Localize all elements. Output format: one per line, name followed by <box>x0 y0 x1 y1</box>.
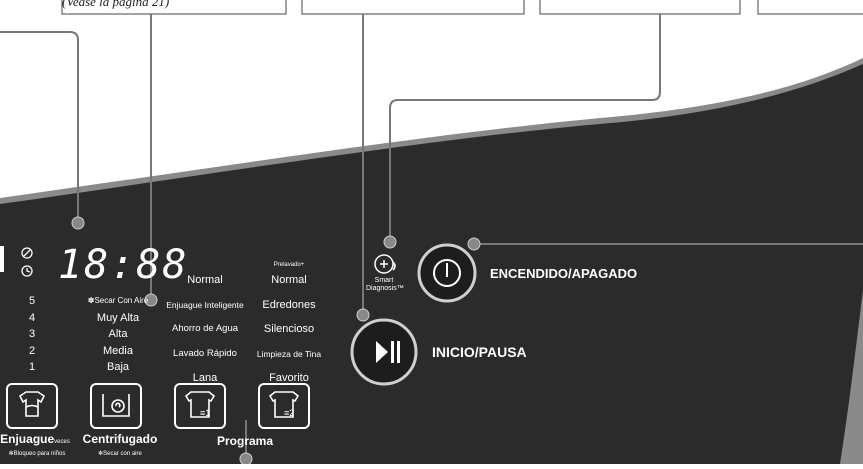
programa-label: Programa <box>216 434 274 448</box>
program-option: Normal <box>187 274 223 286</box>
callout-lines <box>0 14 863 458</box>
delay-icon <box>21 247 33 259</box>
rinse-level: 4 <box>28 311 36 324</box>
spin-button <box>90 383 142 429</box>
spin-options: ✽Secar Con Aire Muy Alta Alta Media Baja <box>78 293 158 376</box>
power-button[interactable] <box>417 243 477 303</box>
rinse-label: Enjuagueveces <box>0 432 70 446</box>
program-column-1: Normal Enjuague Inteligente Ahorro de Ag… <box>164 268 246 391</box>
shirt-icon <box>18 391 46 417</box>
program2-icon <box>268 391 300 418</box>
program2-button <box>258 383 310 429</box>
start-pause-label: INICIO/PAUSA <box>432 344 527 360</box>
program-option: Enjuague Inteligente <box>166 299 244 310</box>
program-option: Ahorro de Agua <box>171 323 239 334</box>
callout-dots <box>71 216 481 466</box>
play-pause-icon <box>376 341 388 363</box>
prewash-label: Prelavado+ <box>273 262 305 268</box>
spin-label: Centrifugado <box>82 432 158 446</box>
smart-diagnosis-label: Smart Diagnosis™ <box>366 277 404 292</box>
air-dry-sub: ✻Secar con aire <box>98 451 142 457</box>
page-reference-caption: (Vease la pagina 21) <box>62 0 170 9</box>
program1-button <box>174 383 226 429</box>
spin-option: Muy Alta <box>96 311 140 324</box>
program-option: Lana <box>192 372 218 384</box>
rinse-button <box>6 383 58 429</box>
spin-option: Media <box>103 344 133 357</box>
child-lock-sub: ✻Bloqueo para niños <box>8 451 66 457</box>
program-option: Edredones <box>262 298 316 311</box>
rinse-level: 5 <box>28 295 36 307</box>
smart-diagnosis-icon <box>374 254 396 274</box>
svg-text:≡1: ≡1 <box>200 408 210 418</box>
program-option: Normal <box>271 274 307 286</box>
program-option: Silencioso <box>263 323 315 335</box>
spin-option: Alta <box>108 328 128 340</box>
rinse-level: 2 <box>28 344 36 357</box>
program-option: Limpieza de Tina <box>256 348 322 359</box>
power-label: ENCENDIDO/APAGADO <box>490 266 638 281</box>
rinse-level: 3 <box>28 328 36 340</box>
program1-icon <box>184 391 216 418</box>
start-pause-button[interactable] <box>350 318 418 386</box>
svg-text:≡2: ≡2 <box>284 408 294 418</box>
spin-option: ✽Secar Con Aire <box>87 296 149 305</box>
spin-option: Baja <box>106 361 130 373</box>
program-column-2: Normal Edredones Silencioso Limpieza de … <box>246 268 332 391</box>
rinse-levels: 5 4 3 2 1 <box>22 293 42 376</box>
time-display: 18:88 <box>58 242 189 288</box>
program-option: Favorito <box>269 372 309 384</box>
spin-icon <box>102 394 130 417</box>
clock-icon <box>21 265 33 277</box>
program-option: Lavado Rápido <box>173 347 237 359</box>
rinse-level: 1 <box>28 361 36 373</box>
